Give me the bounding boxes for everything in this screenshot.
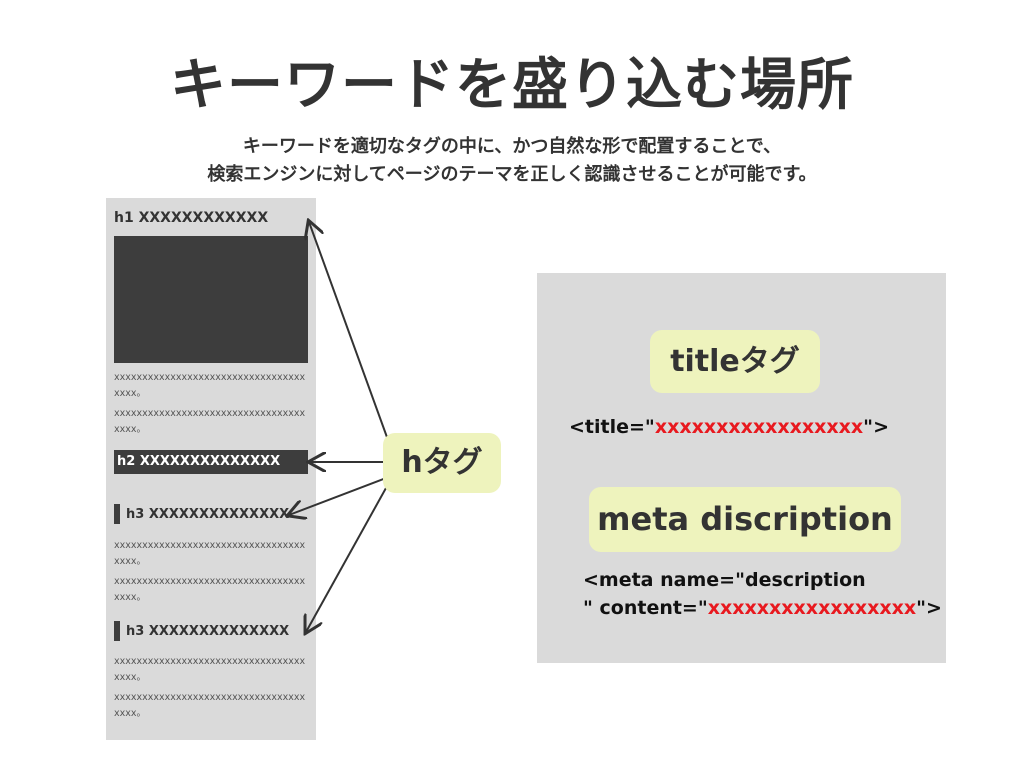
mock-h1: h1 XXXXXXXXXXXX <box>114 210 269 226</box>
title-code: <title="xxxxxxxxxxxxxxxxx"> <box>569 416 889 438</box>
meta-code-line-1: <meta name="description <box>583 569 866 591</box>
head-tags-panel: titleタグ <title="xxxxxxxxxxxxxxxxx"> meta… <box>537 273 946 663</box>
meta-code-line-2: " content="xxxxxxxxxxxxxxxxx"> <box>583 597 942 619</box>
mock-paragraph: xxxxxxxxxxxxxxxxxxxxxxxxxxxxxxxxxxxxxx。 <box>114 408 306 435</box>
arrow-to-h1 <box>309 222 389 441</box>
mock-paragraph: xxxxxxxxxxxxxxxxxxxxxxxxxxxxxxxxxxxxxx。 <box>114 372 306 399</box>
mock-image <box>114 236 308 363</box>
h-tag-label: hタグ <box>383 433 501 493</box>
subtitle-line-1: キーワードを適切なタグの中に、かつ自然な形で配置することで、 <box>242 136 782 157</box>
arrow-to-h3 <box>306 487 387 632</box>
subtitle-line-2: 検索エンジンに対してページのテーマを正しく認識させることが可能です。 <box>207 164 817 185</box>
meta-description-label: meta discription <box>589 487 901 552</box>
page-title: キーワードを盛り込む場所 <box>170 53 854 118</box>
mock-h3: h3 XXXXXXXXXXXXXX <box>114 504 289 524</box>
mock-paragraph: xxxxxxxxxxxxxxxxxxxxxxxxxxxxxxxxxxxxxx。 <box>114 540 306 567</box>
mock-h3: h3 XXXXXXXXXXXXXX <box>114 621 289 641</box>
page-mockup: h1 XXXXXXXXXXXX xxxxxxxxxxxxxxxxxxxxxxxx… <box>106 198 316 740</box>
mock-paragraph: xxxxxxxxxxxxxxxxxxxxxxxxxxxxxxxxxxxxxx。 <box>114 576 306 603</box>
mock-h2: h2 XXXXXXXXXXXXXX <box>114 450 308 474</box>
mock-paragraph: xxxxxxxxxxxxxxxxxxxxxxxxxxxxxxxxxxxxxx。 <box>114 656 306 683</box>
title-tag-label: titleタグ <box>650 330 820 393</box>
mock-paragraph: xxxxxxxxxxxxxxxxxxxxxxxxxxxxxxxxxxxxxx。 <box>114 692 306 719</box>
arrow-to-h3 <box>289 477 387 515</box>
